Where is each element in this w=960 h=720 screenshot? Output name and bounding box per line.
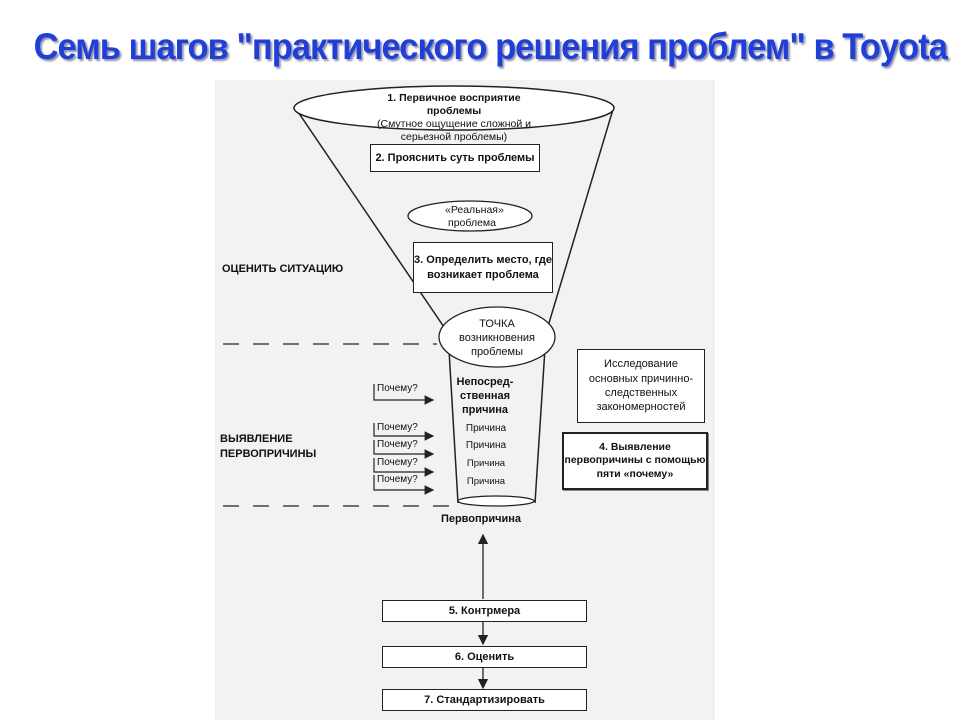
step5-box: 5. Контрмера (382, 600, 587, 622)
step1-subtitle: (Смутное ощущение сложной и серьезной пр… (376, 118, 532, 144)
step4-label: 4. Выявление первопричины с помощью пяти… (564, 440, 706, 480)
step6-label: 6. Оценить (454, 650, 515, 663)
real-problem-text: «Реальная» проблема (445, 204, 504, 230)
step7-box: 7. Стандартизировать (382, 689, 587, 711)
why-1: Почему? (377, 383, 418, 394)
why-2: Почему? (377, 422, 418, 433)
funnel-top-ellipse (293, 85, 615, 131)
research-label: Исследование основных причинно-следствен… (588, 358, 694, 414)
step3-label: 3. Определить место, где возникает пробл… (414, 254, 552, 281)
page-title: Семь шагов "практического решения пробле… (33, 26, 948, 67)
step6-box: 6. Оценить (382, 646, 587, 668)
step4-box: 4. Выявление первопричины с помощью пяти… (562, 432, 708, 490)
step1-title: 1. Первичное восприятие проблемы (387, 92, 521, 118)
cause-1: Причина (465, 423, 507, 434)
cause-2: Причина (465, 440, 507, 451)
direct-cause-text: Непосред-ственная причина (456, 376, 514, 416)
root-cause-text: Первопричина (440, 513, 522, 525)
step1-text: 1. Первичное восприятие проблемы (Смутно… (359, 92, 549, 145)
step2-label: 2. Прояснить суть проблемы (375, 151, 535, 164)
point-text: ТОЧКА возникновения проблемы (459, 318, 535, 358)
step2-box: 2. Прояснить суть проблемы (370, 144, 540, 172)
step7-label: 7. Стандартизировать (424, 693, 545, 706)
cause-3: Причина (466, 458, 506, 469)
why-arrows (373, 384, 435, 495)
funnel-graphics (223, 85, 615, 690)
research-box: Исследование основных причинно-следствен… (577, 349, 705, 423)
point-ellipse (438, 306, 556, 368)
real-problem-ellipse (407, 200, 533, 232)
cause-4: Причина (466, 476, 506, 487)
problem-solving-funnel-diagram: 1. Первичное восприятие проблемы (Смутно… (215, 80, 715, 720)
step3-box: 3. Определить место, где возникает пробл… (413, 242, 553, 293)
step5-label: 5. Контрмера (448, 604, 521, 617)
funnel-bottom-ellipse (457, 495, 535, 507)
why-3: Почему? (377, 439, 418, 450)
root-cause-section-label: ВЫЯВЛЕНИЕ ПЕРВОПРИЧИНЫ (220, 433, 317, 460)
why-4: Почему? (377, 457, 418, 468)
why-5: Почему? (377, 474, 418, 485)
assess-situation-label: ОЦЕНИТЬ СИТУАЦИЮ (222, 263, 344, 275)
